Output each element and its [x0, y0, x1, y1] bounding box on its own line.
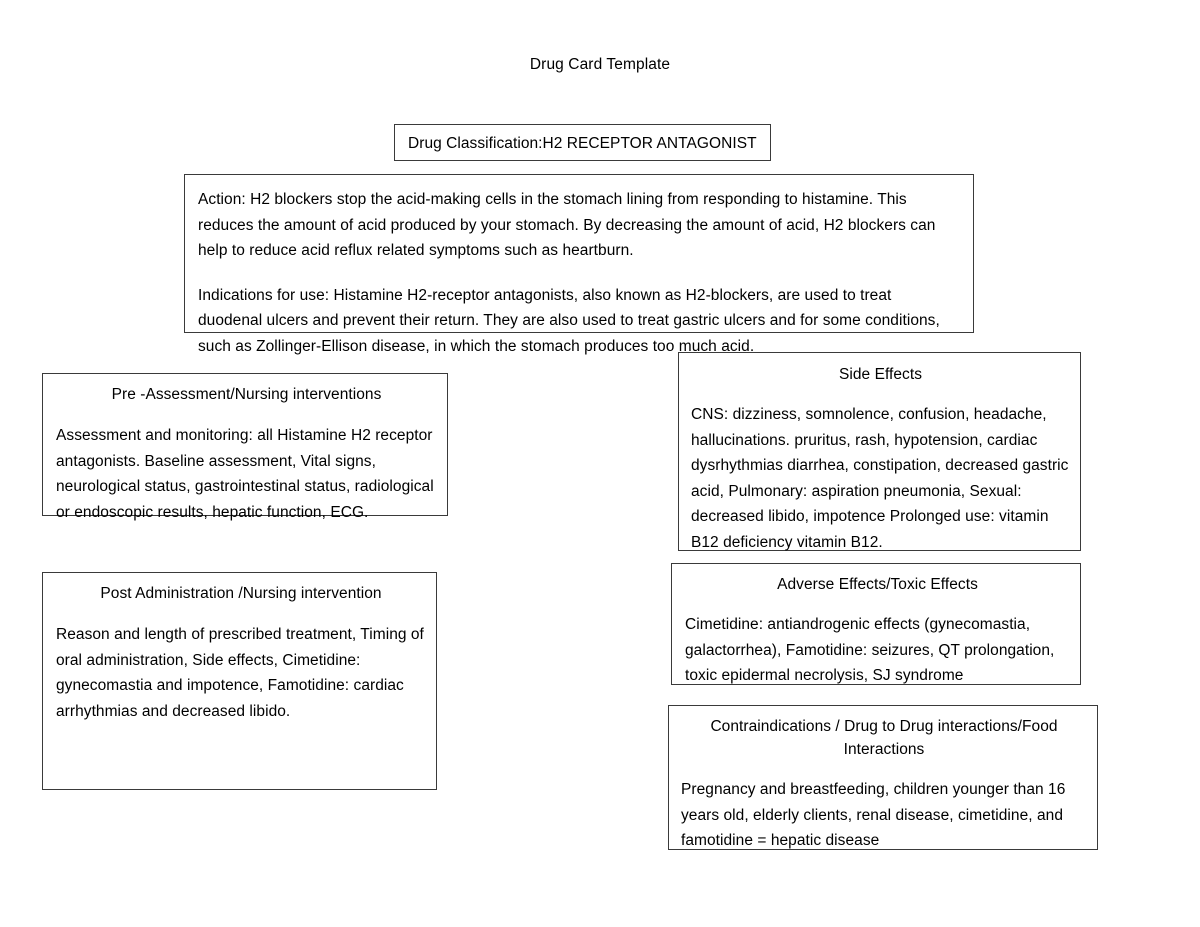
side-effects-heading: Side Effects: [838, 366, 923, 383]
adverse-effects-body: Cimetidine: antiandrogenic effects (gyne…: [685, 616, 1055, 684]
action-paragraph: Action: H2 blockers stop the acid-making…: [198, 191, 936, 259]
side-effects-body: CNS: dizziness, somnolence, confusion, h…: [691, 406, 1069, 551]
post-administration-body: Reason and length of prescribed treatmen…: [56, 626, 424, 720]
side-effects-box: Side Effects CNS: dizziness, somnolence,…: [678, 352, 1081, 551]
contraindications-body: Pregnancy and breastfeeding, children yo…: [681, 781, 1066, 849]
pre-assessment-heading: Pre -Assessment/Nursing interventions: [111, 386, 382, 403]
adverse-effects-box: Adverse Effects/Toxic Effects Cimetidine…: [671, 563, 1081, 685]
contraindications-box: Contraindications / Drug to Drug interac…: [668, 705, 1098, 850]
adverse-effects-heading: Adverse Effects/Toxic Effects: [777, 576, 978, 593]
post-administration-heading: Post Administration /Nursing interventio…: [100, 585, 382, 602]
page-title: Drug Card Template: [529, 56, 671, 73]
pre-assessment-body: Assessment and monitoring: all Histamine…: [56, 427, 434, 521]
pre-assessment-box: Pre -Assessment/Nursing interventions As…: [42, 373, 448, 521]
drug-classification-box: Drug Classification:H2 RECEPTOR ANTAGONI…: [394, 124, 771, 161]
contraindications-heading: Contraindications / Drug to Drug interac…: [710, 718, 1058, 758]
action-indications-box: Action: H2 blockers stop the acid-making…: [184, 174, 974, 355]
drug-classification-heading: Drug Classification:H2 RECEPTOR ANTAGONI…: [408, 135, 757, 152]
post-administration-box: Post Administration /Nursing interventio…: [42, 572, 437, 790]
indications-paragraph: Indications for use: Histamine H2-recept…: [198, 286, 940, 355]
